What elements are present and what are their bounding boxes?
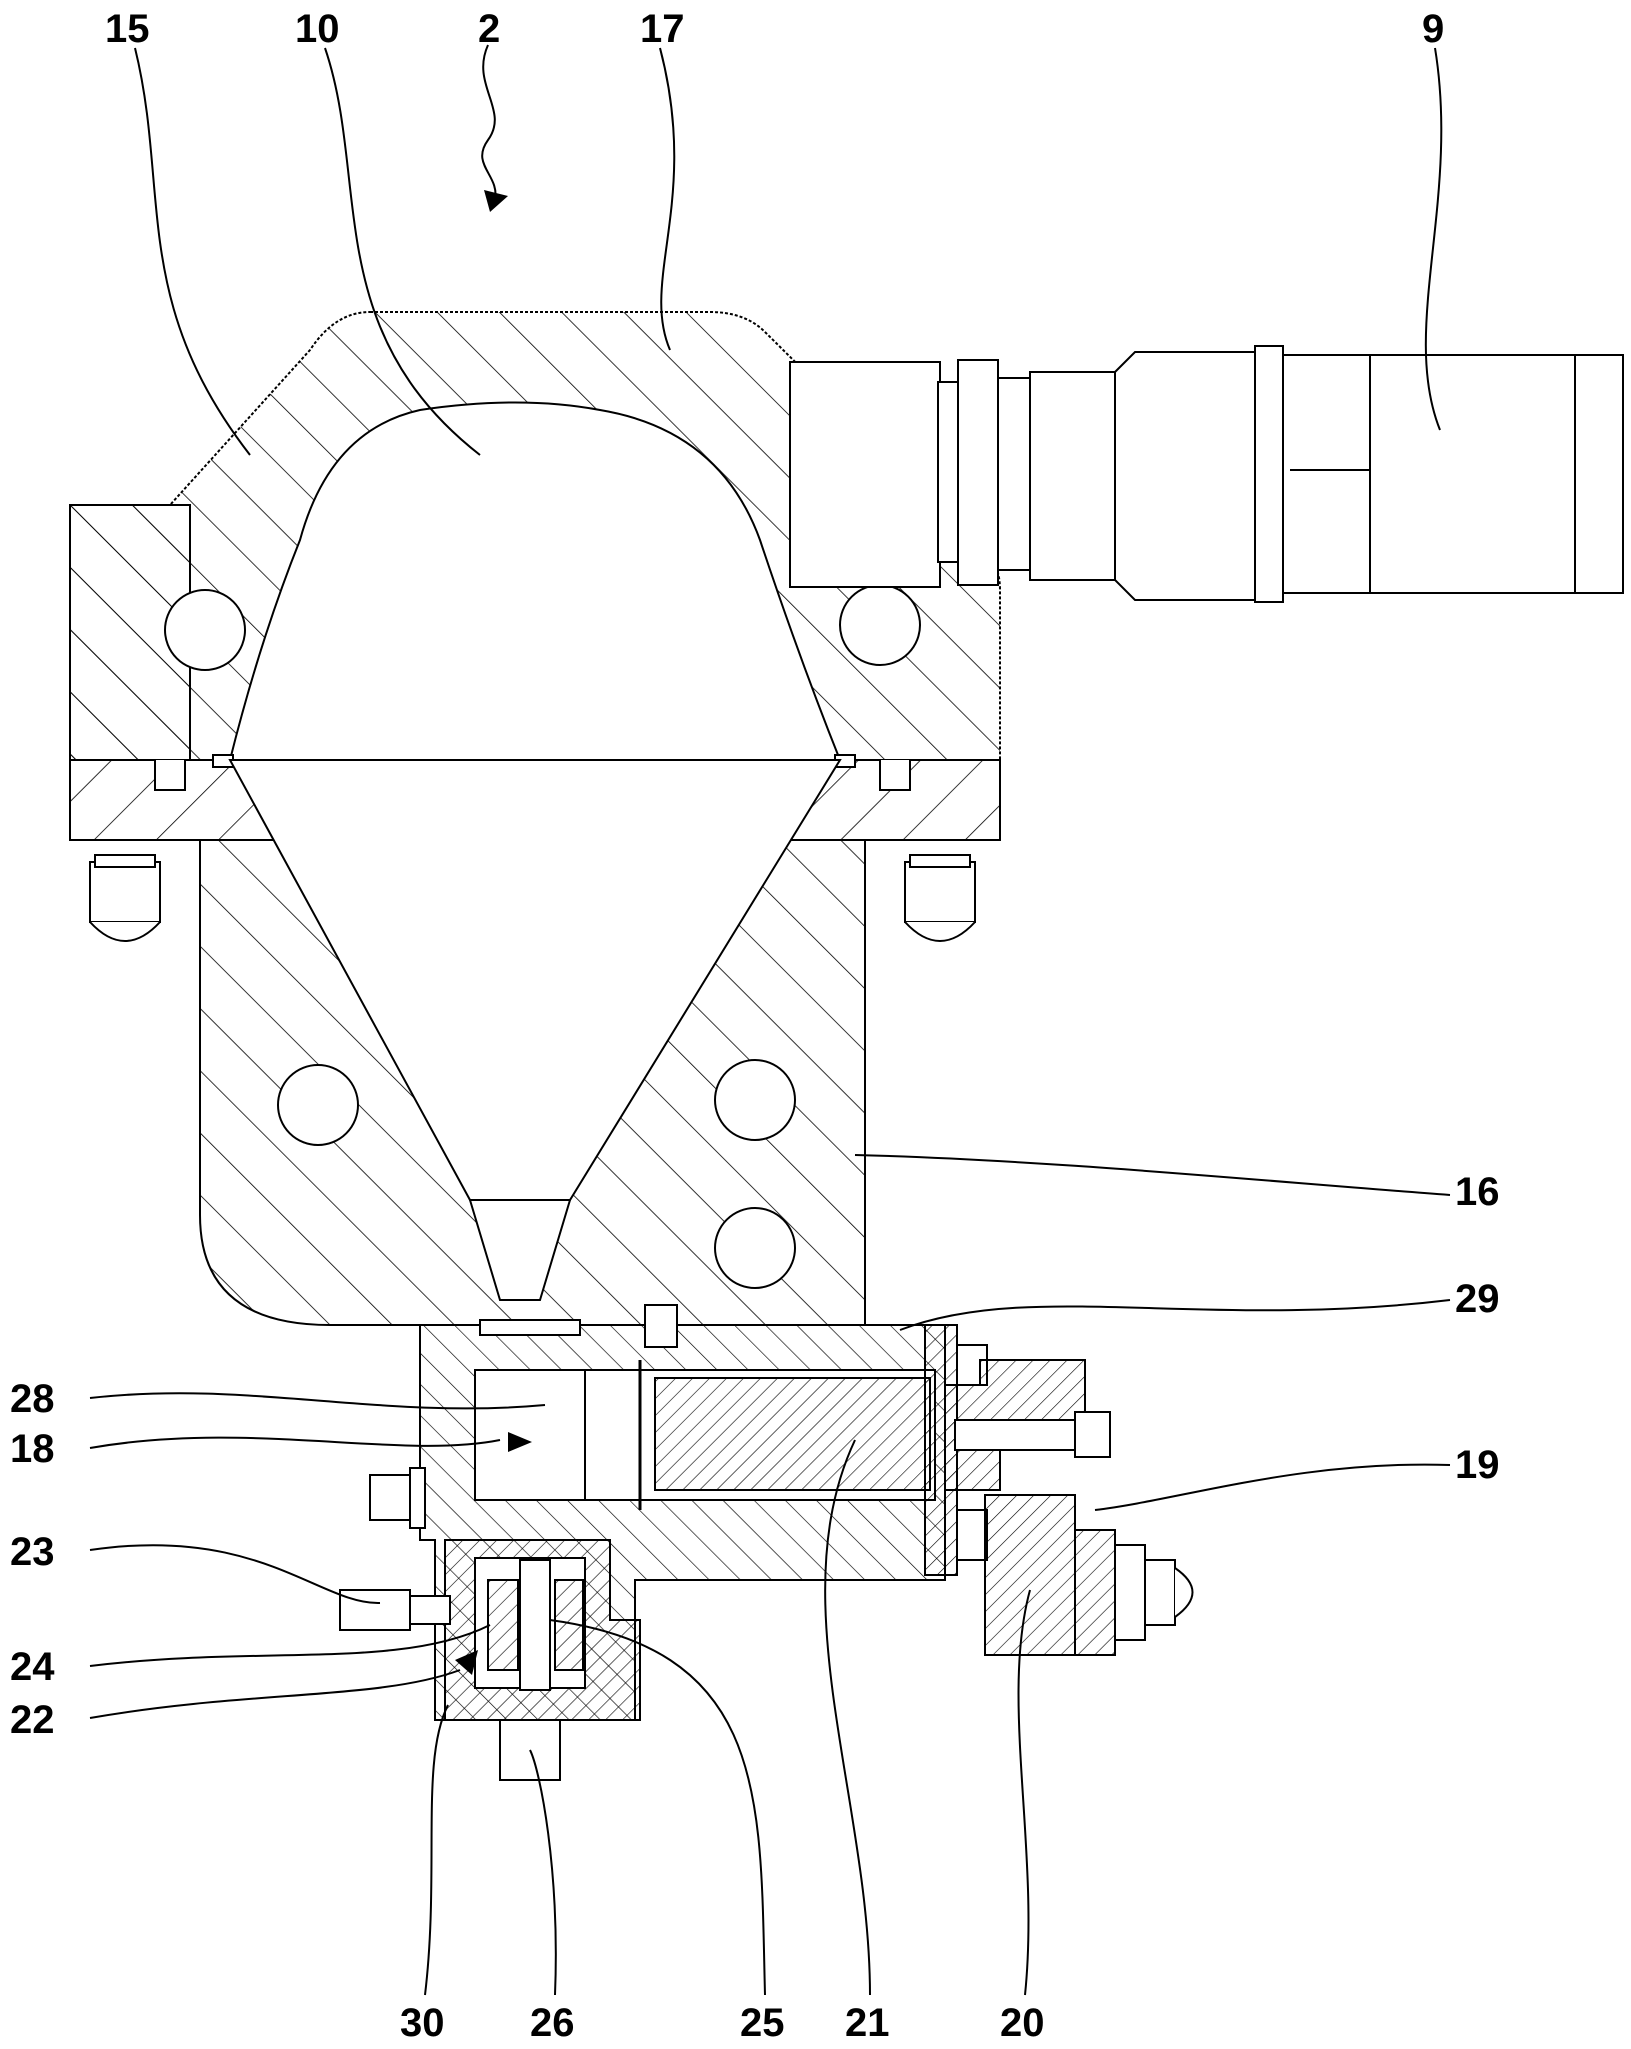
label-26: 26 bbox=[530, 2001, 575, 2044]
label-21: 21 bbox=[845, 2001, 890, 2044]
label-25: 25 bbox=[740, 2001, 785, 2044]
label-17: 17 bbox=[640, 7, 685, 51]
label-23: 23 bbox=[10, 1530, 55, 1574]
cap-nut-right bbox=[905, 855, 975, 941]
label-15: 15 bbox=[105, 7, 150, 51]
label-18: 18 bbox=[10, 1427, 55, 1471]
label-16: 16 bbox=[1455, 1170, 1500, 1214]
label-30: 30 bbox=[400, 2001, 445, 2044]
label-10: 10 bbox=[295, 7, 340, 51]
label-22: 22 bbox=[10, 1698, 55, 1742]
label-2: 2 bbox=[478, 7, 500, 51]
label-19: 19 bbox=[1455, 1443, 1500, 1487]
lower-housing bbox=[200, 760, 865, 1325]
label-28: 28 bbox=[10, 1377, 55, 1421]
label-24: 24 bbox=[10, 1645, 55, 1689]
actuator-assembly bbox=[945, 1360, 1193, 1655]
label-9: 9 bbox=[1422, 7, 1444, 51]
label-29: 29 bbox=[1455, 1277, 1500, 1321]
cap-nut-left bbox=[90, 855, 160, 941]
label-20: 20 bbox=[1000, 2001, 1045, 2044]
connector-fitting bbox=[790, 346, 1623, 602]
